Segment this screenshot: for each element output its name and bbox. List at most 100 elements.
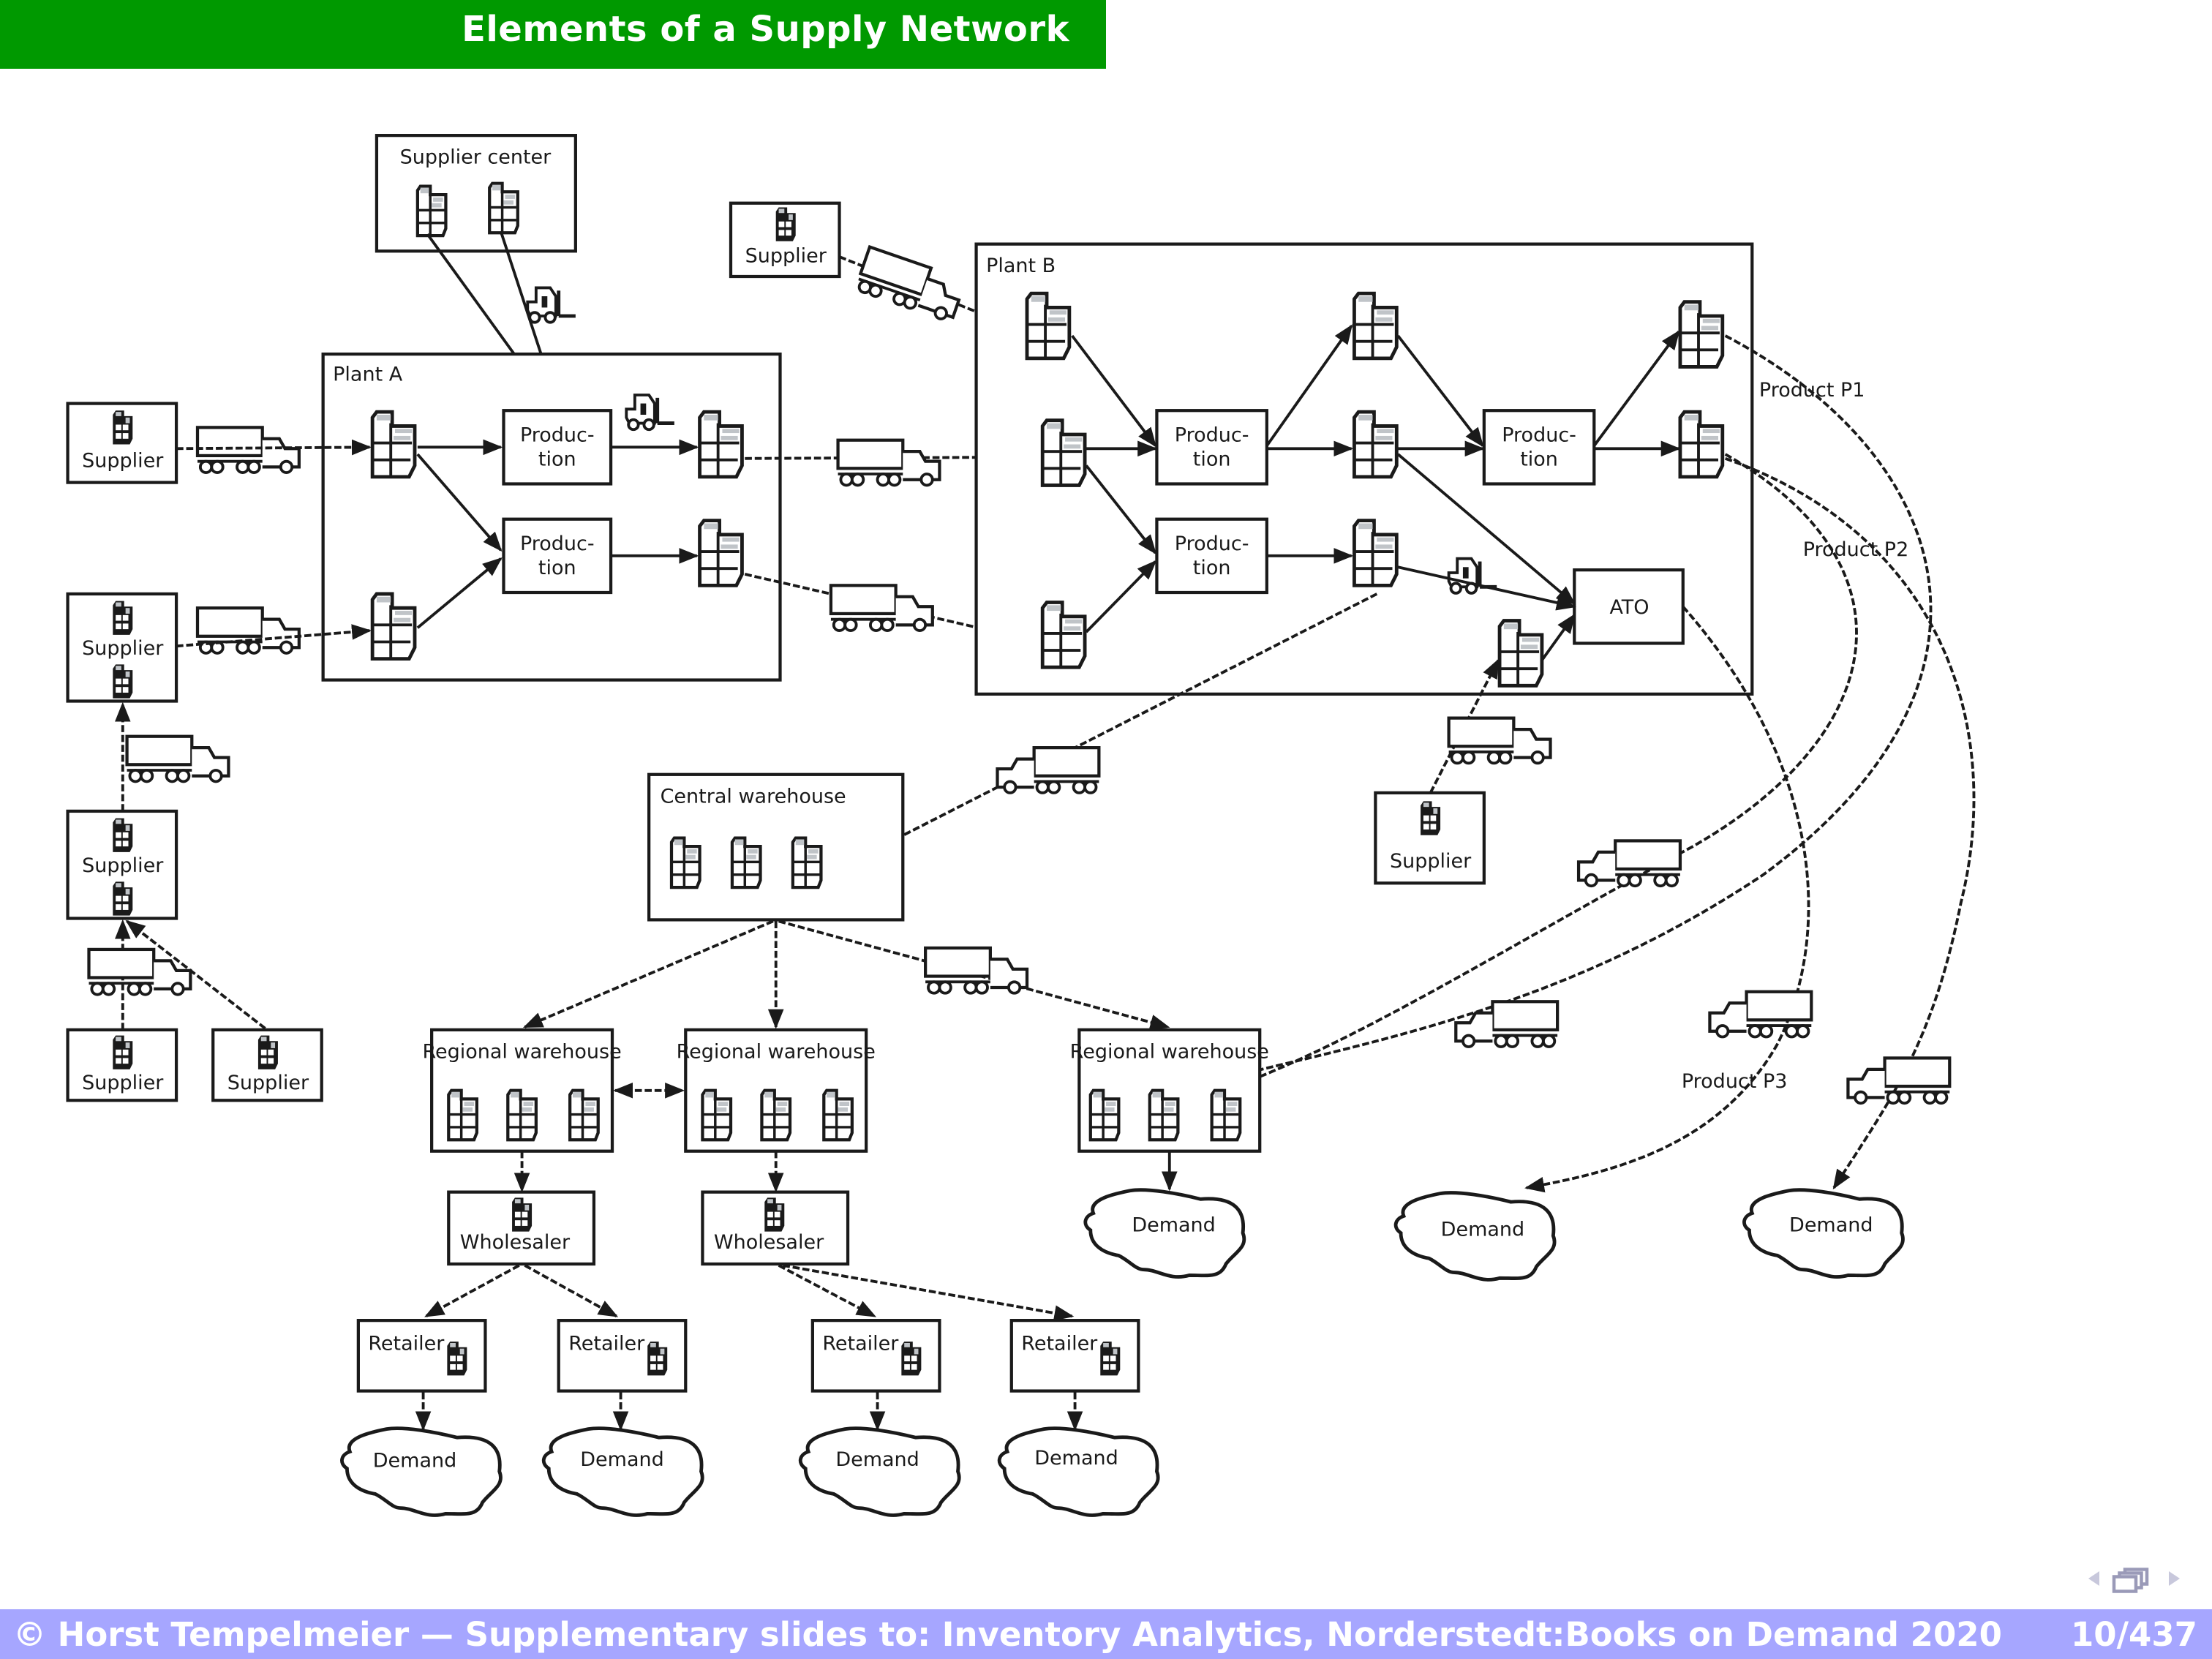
- svg-text:Demand: Demand: [1441, 1218, 1525, 1241]
- supplier-node: Supplier: [66, 402, 178, 484]
- truck-icon: [1449, 718, 1551, 764]
- truck-icon: [855, 247, 966, 323]
- supplier-node: Supplier: [211, 1028, 323, 1102]
- production-node: Produc- tion: [1155, 409, 1268, 486]
- supplier-node: Supplier: [66, 592, 178, 703]
- svg-text:tion: tion: [1193, 448, 1231, 470]
- svg-text:Produc-: Produc-: [1175, 424, 1249, 447]
- svg-text:Supplier: Supplier: [82, 449, 164, 472]
- svg-text:Wholesaler: Wholesaler: [714, 1231, 824, 1254]
- supplier-center: Supplier center: [375, 134, 577, 253]
- truck-icon: [1709, 992, 1811, 1037]
- plant-b-label: Plant B: [986, 255, 1056, 277]
- demand-cloud: Demand: [342, 1429, 500, 1516]
- svg-text:Produc-: Produc-: [520, 424, 595, 447]
- truck-icon: [838, 440, 940, 486]
- slide-title: Elements of a Supply Network: [462, 9, 1069, 50]
- svg-text:Retailer: Retailer: [1021, 1333, 1098, 1355]
- svg-text:Regional warehouse: Regional warehouse: [1070, 1040, 1269, 1063]
- svg-text:Retailer: Retailer: [568, 1333, 645, 1355]
- svg-text:tion: tion: [538, 448, 576, 470]
- truck-icon: [831, 585, 933, 631]
- production-node: Produc- tion: [1155, 517, 1268, 595]
- next-slide-icon[interactable]: [2169, 1571, 2180, 1586]
- warehouse-icon: [418, 187, 446, 236]
- svg-text:Regional warehouse: Regional warehouse: [677, 1040, 876, 1063]
- product-p1-label: Product P1: [1759, 379, 1865, 402]
- svg-text:Produc-: Produc-: [520, 533, 595, 555]
- slide-navigation: [2077, 1564, 2209, 1593]
- svg-text:Supplier: Supplier: [1390, 850, 1472, 873]
- footer-bar: © Horst Tempelmeier — Supplementary slid…: [0, 1609, 2212, 1659]
- truck-icon: [89, 949, 191, 995]
- truck-icon: [127, 737, 229, 782]
- svg-text:Supplier: Supplier: [227, 1072, 309, 1094]
- wholesaler-node: Wholesaler: [447, 1190, 596, 1266]
- demand-cloud: Demand: [800, 1429, 959, 1516]
- svg-text:Supplier: Supplier: [82, 854, 164, 877]
- supplier-center-label: Supplier center: [400, 146, 552, 169]
- svg-text:Demand: Demand: [373, 1450, 457, 1472]
- truck-icon: [925, 948, 1027, 993]
- plant-a: Plant A Produc- tion Produc- tion: [321, 352, 782, 682]
- regional-warehouse: Regional warehouse: [422, 1028, 622, 1153]
- retailer-node: Retailer: [810, 1319, 941, 1393]
- frames-icon[interactable]: [2112, 1568, 2149, 1593]
- product-p3-label: Product P3: [1682, 1070, 1788, 1093]
- svg-text:Central warehouse: Central warehouse: [661, 785, 846, 808]
- truck-icon: [1848, 1058, 1949, 1103]
- truck-icon: [998, 748, 1099, 793]
- forklift-icon: [527, 287, 576, 322]
- svg-text:tion: tion: [538, 557, 576, 579]
- truck-icon: [1579, 840, 1680, 886]
- warehouse-icon: [489, 184, 518, 233]
- truck-icon: [198, 608, 299, 653]
- prev-slide-icon[interactable]: [2088, 1571, 2099, 1586]
- svg-text:Retailer: Retailer: [822, 1333, 899, 1355]
- retailer-node: Retailer: [356, 1319, 487, 1393]
- demand-cloud: Demand: [1744, 1190, 1903, 1277]
- footer-copyright: © Horst Tempelmeier — Supplementary slid…: [13, 1615, 2002, 1654]
- svg-text:Supplier: Supplier: [82, 1072, 164, 1094]
- production-node: Produc- tion: [502, 409, 613, 486]
- supplier-node: Supplier: [66, 809, 178, 920]
- svg-text:Produc-: Produc-: [1175, 533, 1249, 555]
- retailer-node: Retailer: [1009, 1319, 1140, 1393]
- regional-warehouse: Regional warehouse: [677, 1028, 876, 1153]
- page-number: 10/437: [2071, 1615, 2197, 1654]
- svg-text:Supplier: Supplier: [745, 245, 827, 268]
- plant-b: Plant B Produc- tion Produc- tion Produc…: [974, 242, 1754, 696]
- central-warehouse: Central warehouse: [647, 772, 905, 922]
- supplier-node: Supplier: [1374, 791, 1486, 885]
- svg-text:ATO: ATO: [1609, 596, 1649, 619]
- svg-text:Supplier: Supplier: [82, 637, 164, 660]
- demand-cloud: Demand: [543, 1429, 702, 1516]
- svg-text:tion: tion: [1520, 448, 1558, 470]
- svg-text:Produc-: Produc-: [1502, 424, 1576, 447]
- ato-node: ATO: [1573, 568, 1685, 645]
- demand-cloud: Demand: [1396, 1193, 1554, 1280]
- demand-cloud: Demand: [1086, 1190, 1244, 1277]
- production-node: Produc- tion: [1482, 409, 1596, 486]
- truck-icon: [198, 427, 299, 473]
- truck-icon: [1456, 1001, 1557, 1047]
- plant-a-label: Plant A: [333, 364, 403, 386]
- demand-cloud: Demand: [999, 1429, 1158, 1516]
- svg-text:Demand: Demand: [1132, 1214, 1216, 1237]
- regional-warehouse: Regional warehouse: [1070, 1028, 1269, 1153]
- production-node: Produc- tion: [502, 517, 613, 595]
- svg-text:Regional warehouse: Regional warehouse: [422, 1040, 621, 1063]
- svg-text:Demand: Demand: [1789, 1214, 1873, 1237]
- svg-text:Demand: Demand: [1034, 1447, 1118, 1470]
- svg-text:Demand: Demand: [835, 1448, 919, 1471]
- svg-text:Wholesaler: Wholesaler: [460, 1231, 571, 1254]
- title-bar: Elements of a Supply Network: [0, 0, 1106, 69]
- svg-text:Retailer: Retailer: [368, 1333, 445, 1355]
- retailer-node: Retailer: [557, 1319, 688, 1393]
- wholesaler-node: Wholesaler: [701, 1190, 850, 1266]
- svg-text:Demand: Demand: [580, 1448, 664, 1471]
- product-p2-label: Product P2: [1803, 538, 1909, 561]
- supplier-node: Supplier: [729, 201, 841, 279]
- svg-text:tion: tion: [1193, 557, 1231, 579]
